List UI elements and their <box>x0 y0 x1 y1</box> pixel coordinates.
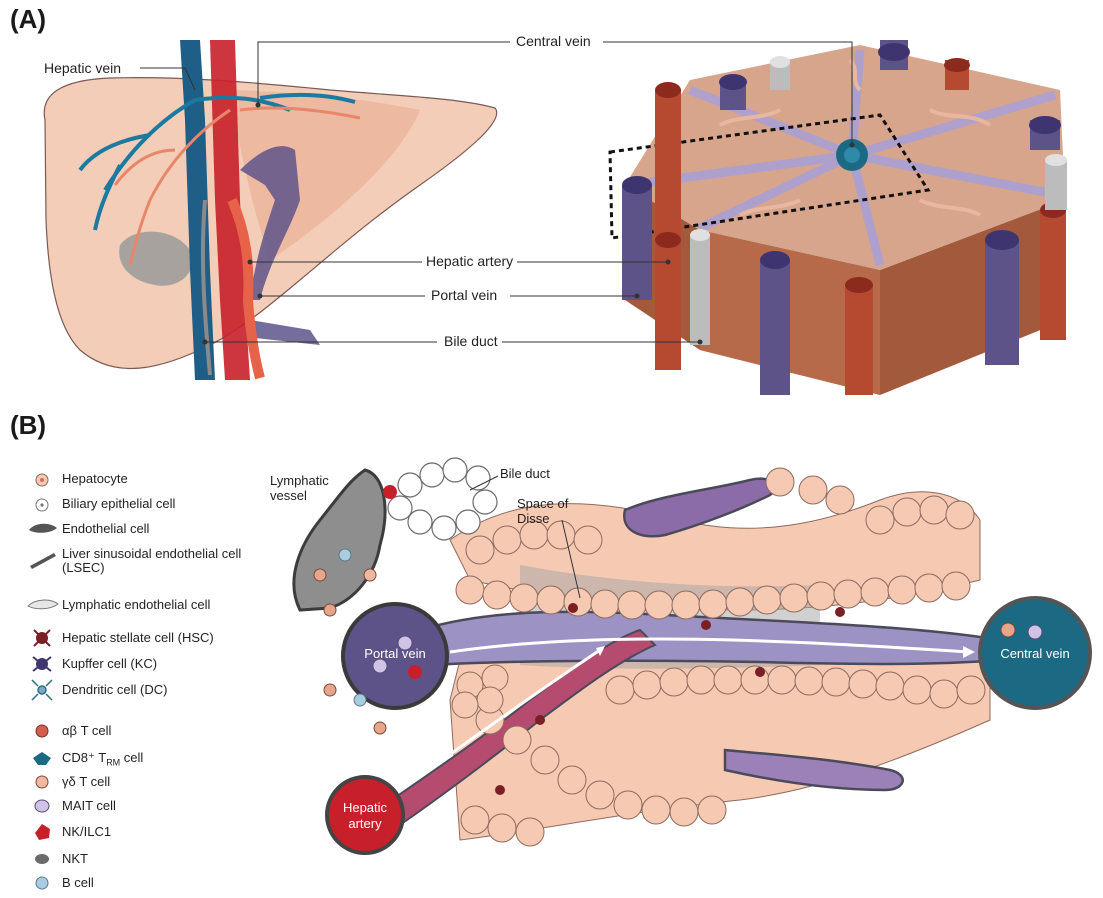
nkt-icon <box>35 854 49 864</box>
dendritic-cell-icon <box>32 680 52 700</box>
legend-label-ab-t: αβ T cell <box>62 724 111 738</box>
legend-label-hsc: Hepatic stellate cell (HSC) <box>62 631 214 645</box>
cd8-trm-sub: RM <box>106 758 120 768</box>
b-cell-icon <box>36 877 48 889</box>
legend-label-nkt: NKT <box>62 852 88 866</box>
ab-t-cell-icon <box>36 725 48 737</box>
nk-ilc1-icon <box>35 824 50 840</box>
legend-label-lsec: Liver sinusoidal endothelial cell (LSEC) <box>62 547 257 575</box>
label-bile-duct-b: Bile duct <box>500 466 550 481</box>
legend-label-nk-ilc1: NK/ILC1 <box>62 825 111 839</box>
hepatic-stellate-cell-icon <box>34 630 50 646</box>
legend-label-hepatocyte: Hepatocyte <box>62 472 128 486</box>
legend-label-lymphatic: Lymphatic endothelial cell <box>62 598 210 612</box>
legend-label-endothelial: Endothelial cell <box>62 522 149 536</box>
legend-label-kc: Kupffer cell (KC) <box>62 657 157 671</box>
endothelial-cell-icon <box>29 524 57 533</box>
legend-icons <box>28 474 58 889</box>
legend-label-biliary: Biliary epithelial cell <box>62 497 175 511</box>
label-space-of-disse: Space of Disse <box>517 496 587 526</box>
legend-label-cd8-trm: CD8⁺ TRM cell <box>62 751 143 770</box>
mait-cell-icon <box>35 800 49 812</box>
cd8-trm-suffix: cell <box>120 750 143 765</box>
label-portal-vein: Portal vein <box>427 287 501 303</box>
legend-label-b-cell: B cell <box>62 876 94 890</box>
cd8-trm-cell-icon <box>33 752 51 765</box>
label-hepatic-artery: Hepatic artery <box>422 253 517 269</box>
label-lymphatic-vessel: Lymphatic vessel <box>270 473 340 503</box>
legend-label-gd-t: γδ T cell <box>62 775 110 789</box>
gd-t-cell-icon <box>36 776 48 788</box>
label-hepatic-artery-b: Hepatic artery <box>333 800 397 832</box>
legend-label-dc: Dendritic cell (DC) <box>62 683 167 697</box>
cd8-trm-main: CD8⁺ T <box>62 750 106 765</box>
label-portal-vein-b: Portal vein <box>355 646 435 662</box>
kupffer-cell-icon <box>33 657 51 671</box>
label-central-vein: Central vein <box>512 33 595 49</box>
label-central-vein-b: Central vein <box>990 646 1080 662</box>
panel-b-label: (B) <box>10 410 46 441</box>
lsec-icon <box>30 553 56 569</box>
legend-label-mait: MAIT cell <box>62 799 116 813</box>
label-bile-duct: Bile duct <box>440 333 502 349</box>
label-hepatic-vein: Hepatic vein <box>40 60 125 76</box>
lymphatic-endothelial-cell-icon <box>28 600 58 609</box>
